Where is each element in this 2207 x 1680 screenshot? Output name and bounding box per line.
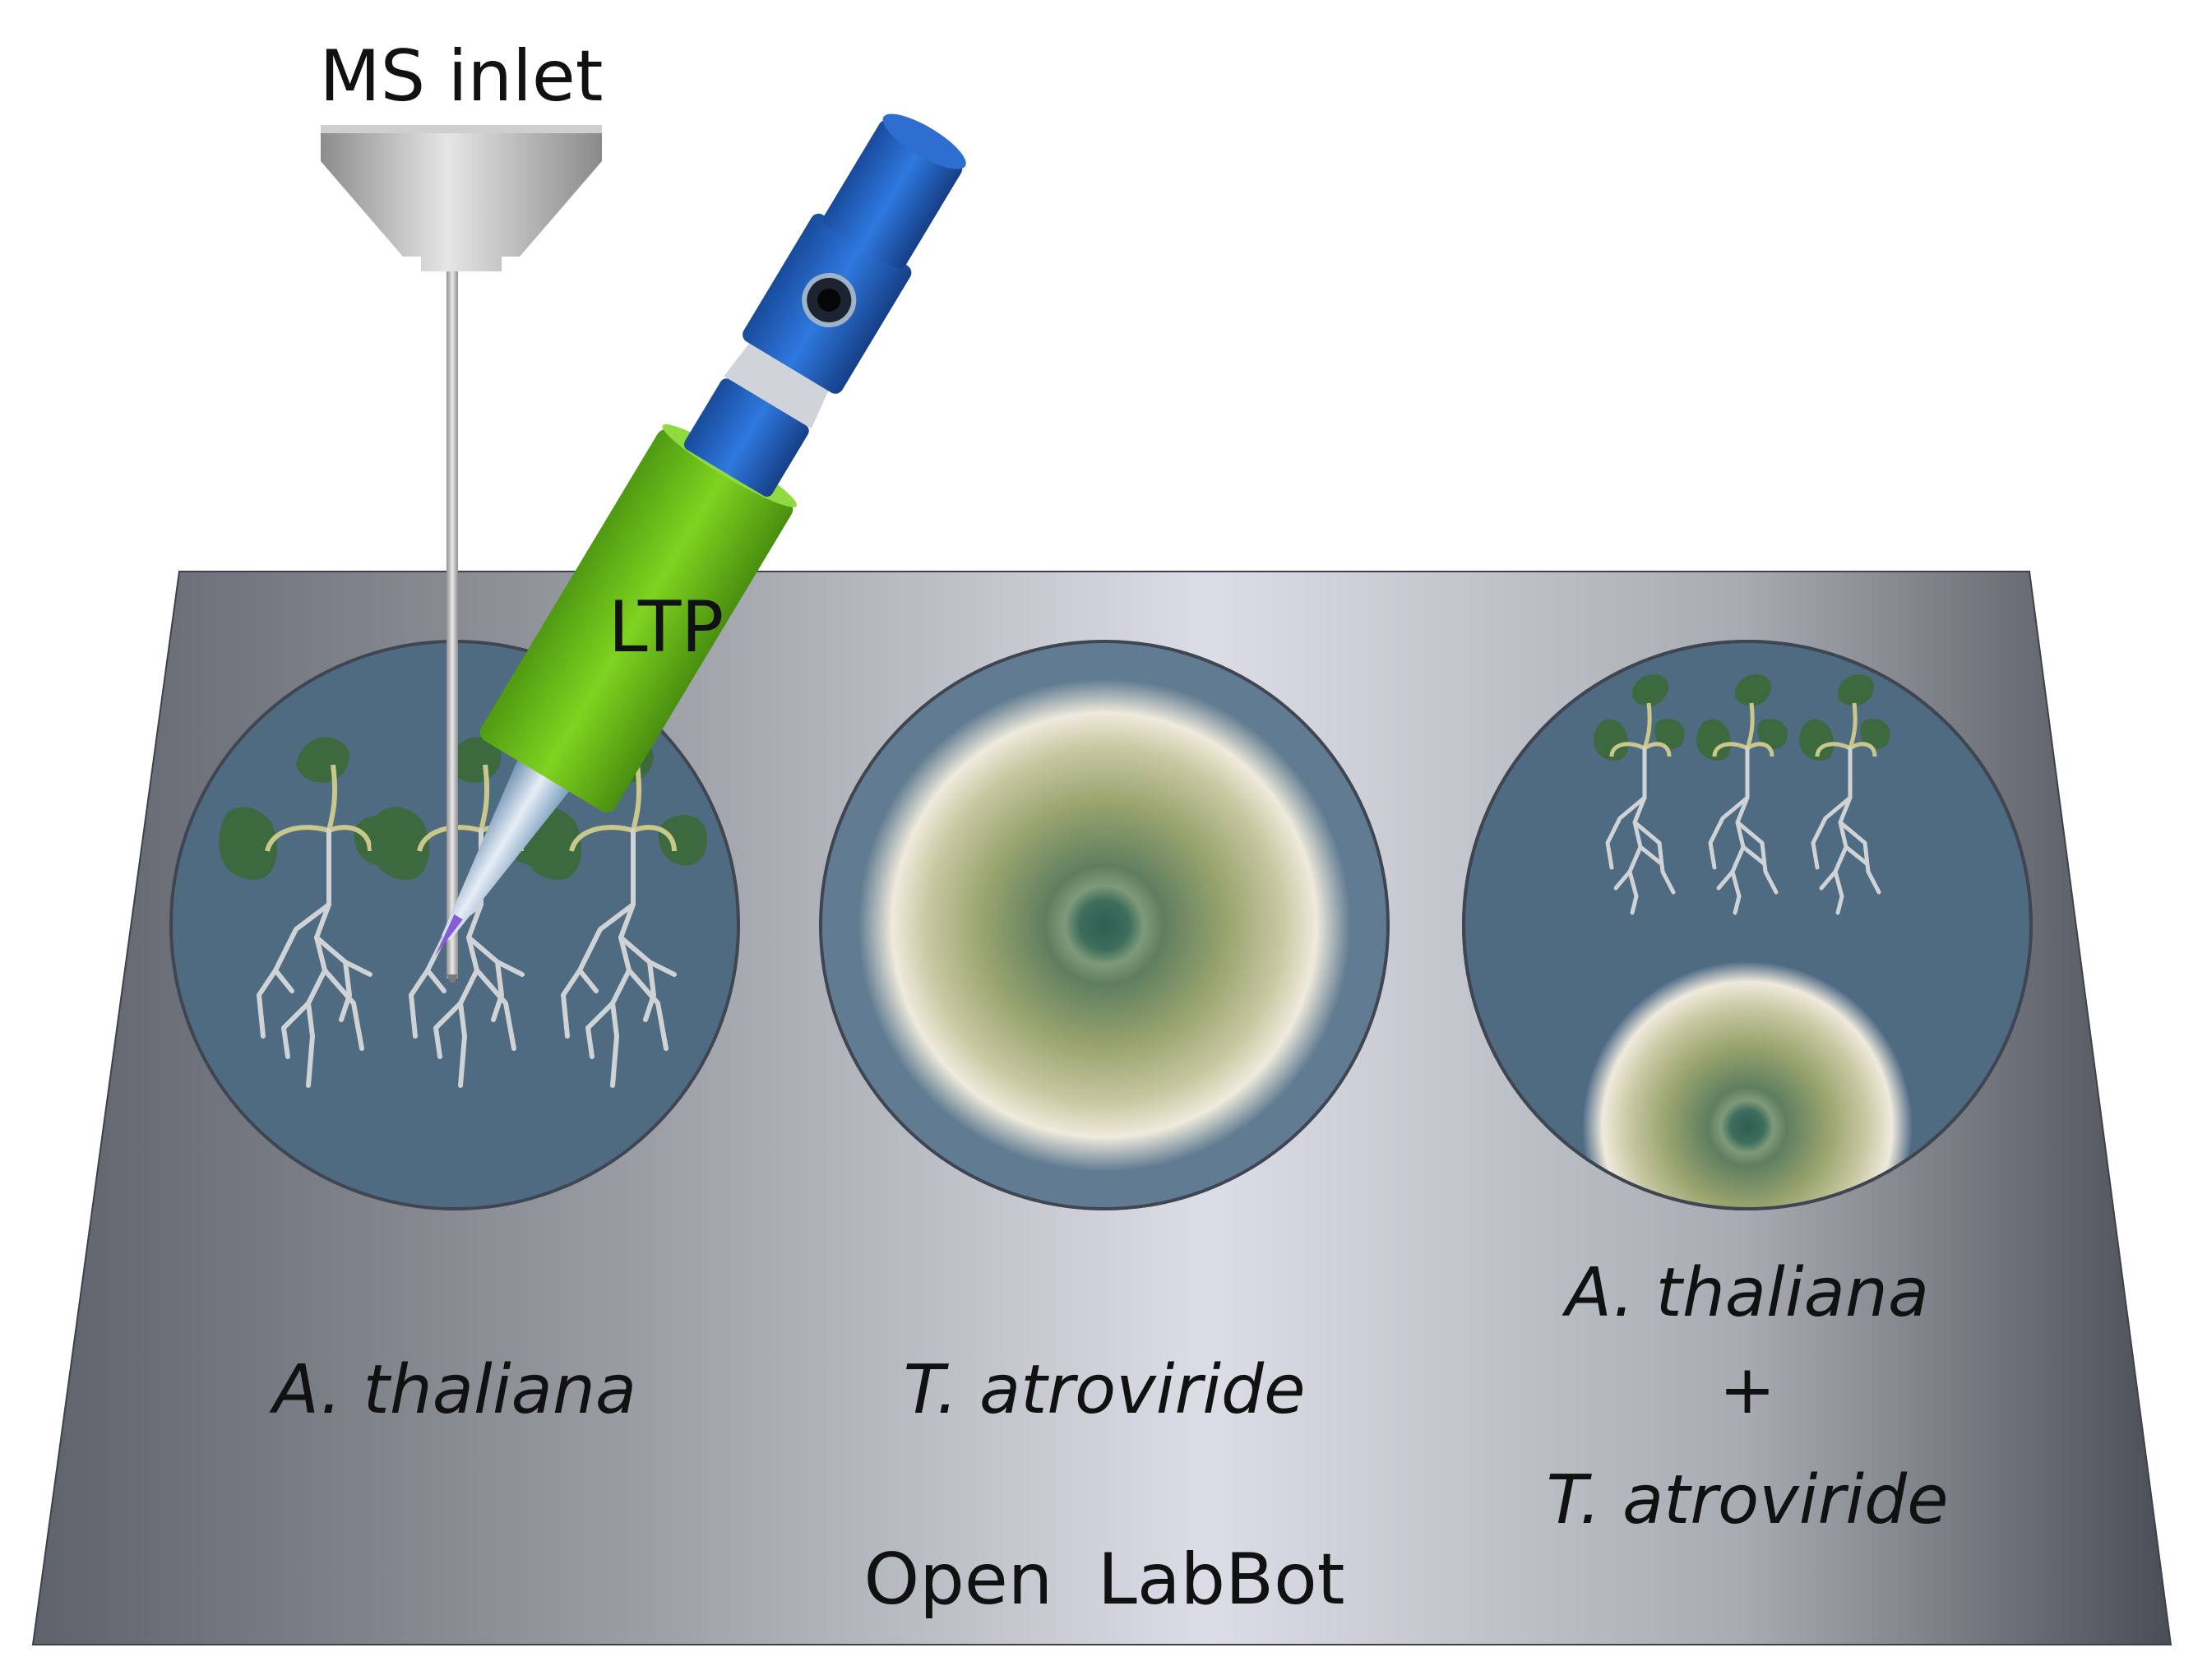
dish-caption-t-atroviride: T. atroviride — [903, 1351, 1305, 1429]
ms-inlet-label: MS inlet — [319, 35, 603, 118]
dish-caption-co-culture-line-1: A. thaliana — [1562, 1254, 1929, 1332]
petri-dish-t-atroviride — [819, 640, 1390, 1210]
fungal-colony — [858, 678, 1351, 1172]
ltp-label: LTP — [608, 586, 724, 669]
fungal-colony — [1583, 962, 1912, 1209]
ms-inlet-icon — [321, 125, 602, 983]
dish-caption-co-culture-line-3: T. atroviride — [1546, 1461, 1948, 1539]
petri-dish-co-culture — [1462, 640, 2033, 1210]
dish-caption-co-culture-plus: + — [1719, 1351, 1776, 1429]
platform-label: Open LabBot — [864, 1539, 1345, 1621]
ltp-probe-icon — [435, 113, 966, 956]
dish-caption-a-thaliana: A. thaliana — [269, 1351, 636, 1429]
